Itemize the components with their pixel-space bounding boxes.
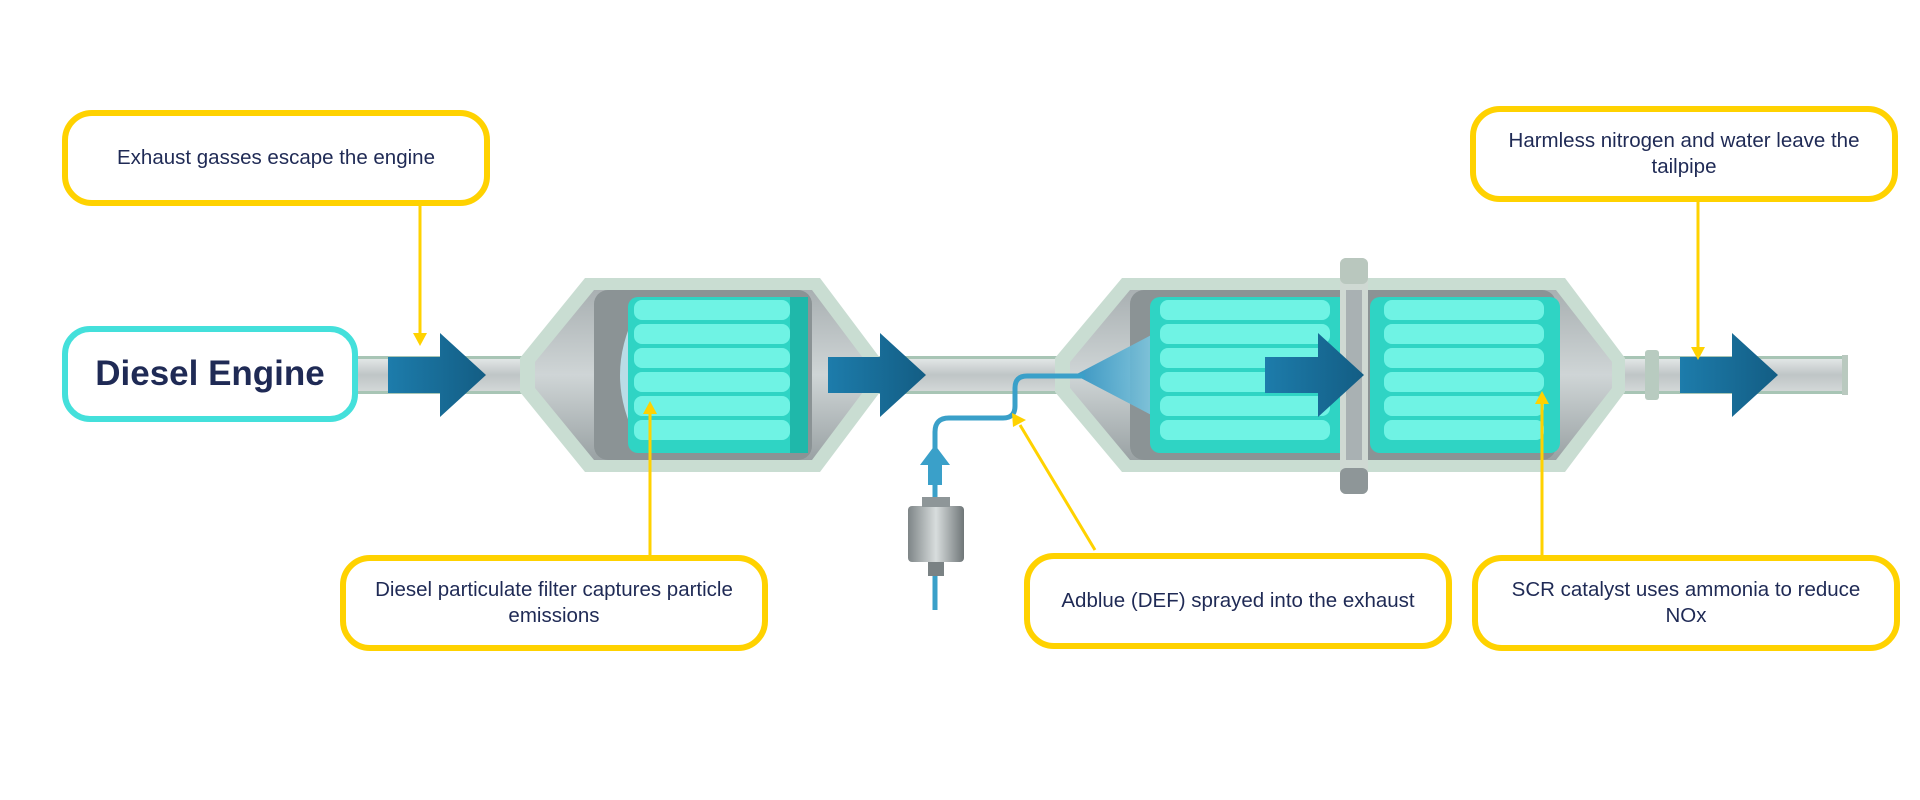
diesel-engine-label: Diesel Engine <box>62 326 358 422</box>
flow-arrow-after-dpf <box>828 333 926 417</box>
callout-particulate-filter-text: Diesel particulate filter captures parti… <box>375 578 733 627</box>
callout-particulate-filter: Diesel particulate filter captures parti… <box>340 555 768 651</box>
callout-adblue-spray: Adblue (DEF) sprayed into the exhaust <box>1024 553 1452 649</box>
callout-tailpipe-text: Harmless nitrogen and water leave the ta… <box>1508 129 1860 178</box>
flow-arrow-engine-out <box>388 333 486 417</box>
flow-arrow-tailpipe <box>1680 333 1778 417</box>
callout-connectors <box>413 200 1705 555</box>
adblue-flow-up-arrow <box>920 445 950 485</box>
callout-exhaust-gasses: Exhaust gasses escape the engine <box>62 110 490 206</box>
adblue-dosing-line <box>932 373 1085 610</box>
callout-scr-catalyst-text: SCR catalyst uses ammonia to reduce NOx <box>1511 578 1861 627</box>
scr-catalyst-element-right <box>1370 297 1560 453</box>
callout-tailpipe: Harmless nitrogen and water leave the ta… <box>1470 106 1898 202</box>
tailpipe-ring <box>1645 350 1659 400</box>
callout-exhaust-gasses-text: Exhaust gasses escape the engine <box>117 146 435 170</box>
adblue-pump <box>908 497 964 576</box>
callout-scr-catalyst: SCR catalyst uses ammonia to reduce NOx <box>1472 555 1900 651</box>
particulate-filter-element <box>628 297 808 453</box>
callout-adblue-spray-text: Adblue (DEF) sprayed into the exhaust <box>1061 589 1415 613</box>
scr-catalyst-element-left <box>1150 297 1350 453</box>
diesel-engine-text: Diesel Engine <box>95 354 325 393</box>
flow-arrow-through-scr <box>1265 333 1364 417</box>
